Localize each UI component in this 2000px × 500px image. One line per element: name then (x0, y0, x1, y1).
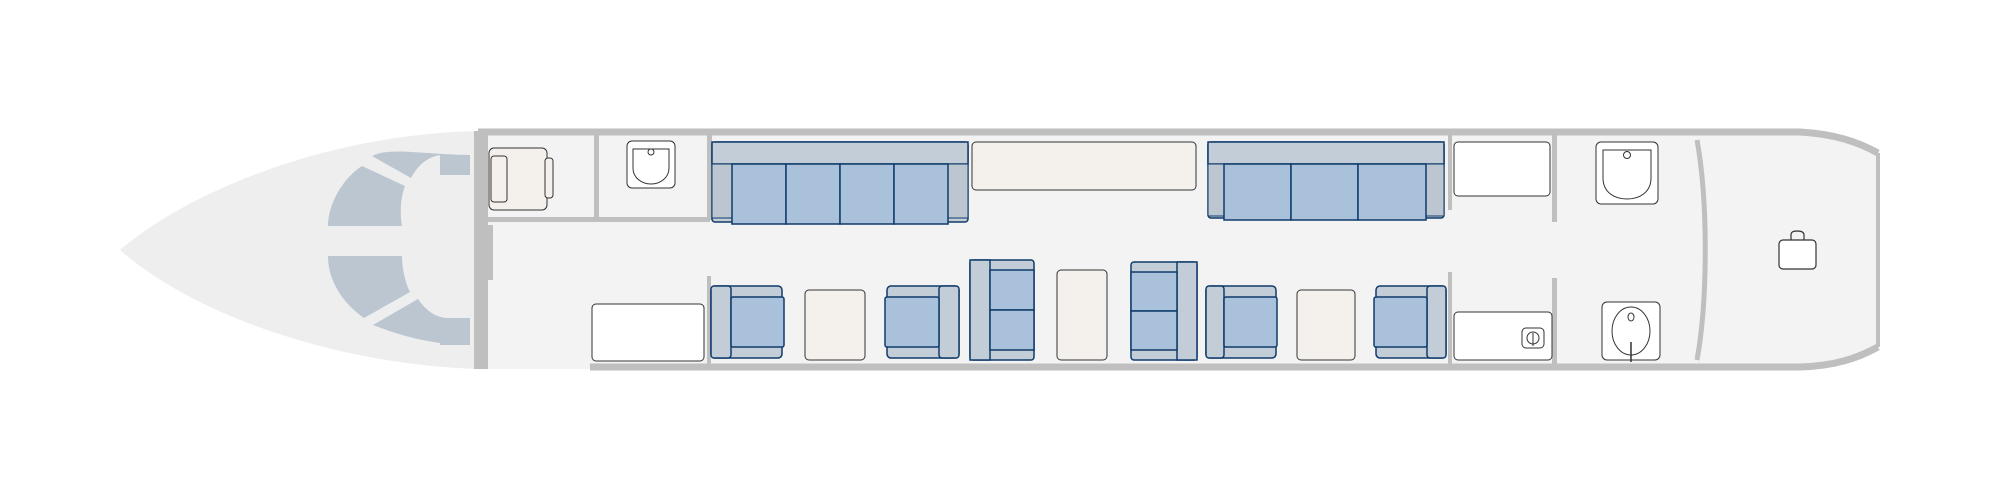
club-seat-1-cushion (730, 296, 785, 348)
faucet (647, 148, 655, 156)
double-seat-2-cushion-bottom (1130, 310, 1178, 351)
side-ledge-forward (591, 303, 705, 362)
double-club-seat-1 (969, 259, 1035, 361)
divan-aft-arm-right (1425, 163, 1445, 217)
crew-seat-bottom-cushion (440, 323, 470, 345)
galley-counter-top (1453, 141, 1551, 197)
divan-cushion-3 (839, 163, 895, 225)
aft-lavatory-sink (1595, 141, 1659, 205)
side-table-1 (804, 289, 866, 361)
side-table-2 (1296, 289, 1356, 361)
double-seat-2-back (1176, 261, 1198, 361)
aft-pressure-bulkhead (1694, 139, 1708, 361)
lav-partition-fwd (594, 134, 599, 220)
divan-aft-backrest (1207, 141, 1445, 165)
center-table (1056, 269, 1108, 361)
double-seat-1-back (969, 259, 991, 361)
baggage-handle (1790, 230, 1805, 240)
club-seat-2-cushion (884, 296, 940, 348)
crew-seat-upper (328, 166, 405, 226)
fuselage-walls (478, 128, 1880, 371)
fuselage-bottom-wall (590, 343, 1880, 371)
club-seat-1 (710, 285, 785, 359)
divan-cushion-4 (893, 163, 949, 225)
lav-partition-aft (707, 134, 712, 220)
crew-seat-back (490, 155, 508, 203)
forward-bulkhead-notch (488, 225, 493, 280)
fuselage-top-wall (478, 128, 1880, 157)
double-seat-1-cushion-top (989, 269, 1035, 311)
divan-arm-right (947, 163, 969, 219)
divan-cushion-2 (785, 163, 841, 225)
divan-backrest (711, 141, 969, 165)
forward-lavatory (626, 140, 676, 189)
divan-aft-arm-left (1207, 163, 1225, 217)
crew-jump-seat (488, 147, 554, 211)
double-club-seat-2 (1130, 261, 1198, 361)
bottom-partition-fwd (707, 276, 711, 368)
club-seat-2-back (938, 285, 960, 359)
aft-faucet (1623, 151, 1631, 159)
baggage-body (1778, 239, 1817, 270)
toilet-flush (1627, 312, 1635, 322)
club-seat-4 (1373, 285, 1447, 359)
aft-lavatory-toilet (1601, 301, 1661, 362)
club-seat-3 (1205, 285, 1278, 359)
aft-partition-lav-top (1552, 134, 1557, 222)
aft-partition-mid-bottom (1448, 272, 1452, 368)
divan-aft-cushion-2 (1290, 163, 1359, 221)
aft-partition-mid-top (1448, 134, 1452, 210)
club-seat-4-back (1426, 285, 1447, 359)
galley-bottom (1453, 311, 1553, 361)
crew-seat-arm (544, 157, 554, 199)
aft-partition-lav-bottom (1552, 278, 1557, 368)
double-seat-1-cushion-bottom (989, 309, 1035, 351)
crew-seat-lower (328, 256, 410, 318)
club-seat-3-back (1205, 285, 1225, 359)
divan-aft-cushion-3 (1357, 163, 1427, 221)
credenza-top (971, 141, 1197, 191)
divan-aft (1207, 141, 1445, 221)
interior-partitions (488, 134, 1557, 368)
crew-seat-top-cushion (440, 155, 470, 175)
double-seat-2-cushion-top (1130, 271, 1178, 312)
baggage-icon (1778, 230, 1817, 270)
sink-icon (632, 148, 670, 185)
club-seat-3-cushion (1223, 296, 1278, 348)
forward-bulkhead (474, 131, 488, 369)
divan-arm-left (711, 163, 733, 219)
club-seat-1-back (710, 285, 732, 359)
divan-forward (711, 141, 969, 225)
divan-aft-cushion-1 (1223, 163, 1292, 221)
club-seat-2 (884, 285, 960, 359)
crew-seat-top-right (372, 151, 470, 178)
club-seat-4-cushion (1373, 296, 1428, 348)
divan-cushion-1 (731, 163, 787, 225)
sink-icon-aft (1602, 149, 1652, 200)
